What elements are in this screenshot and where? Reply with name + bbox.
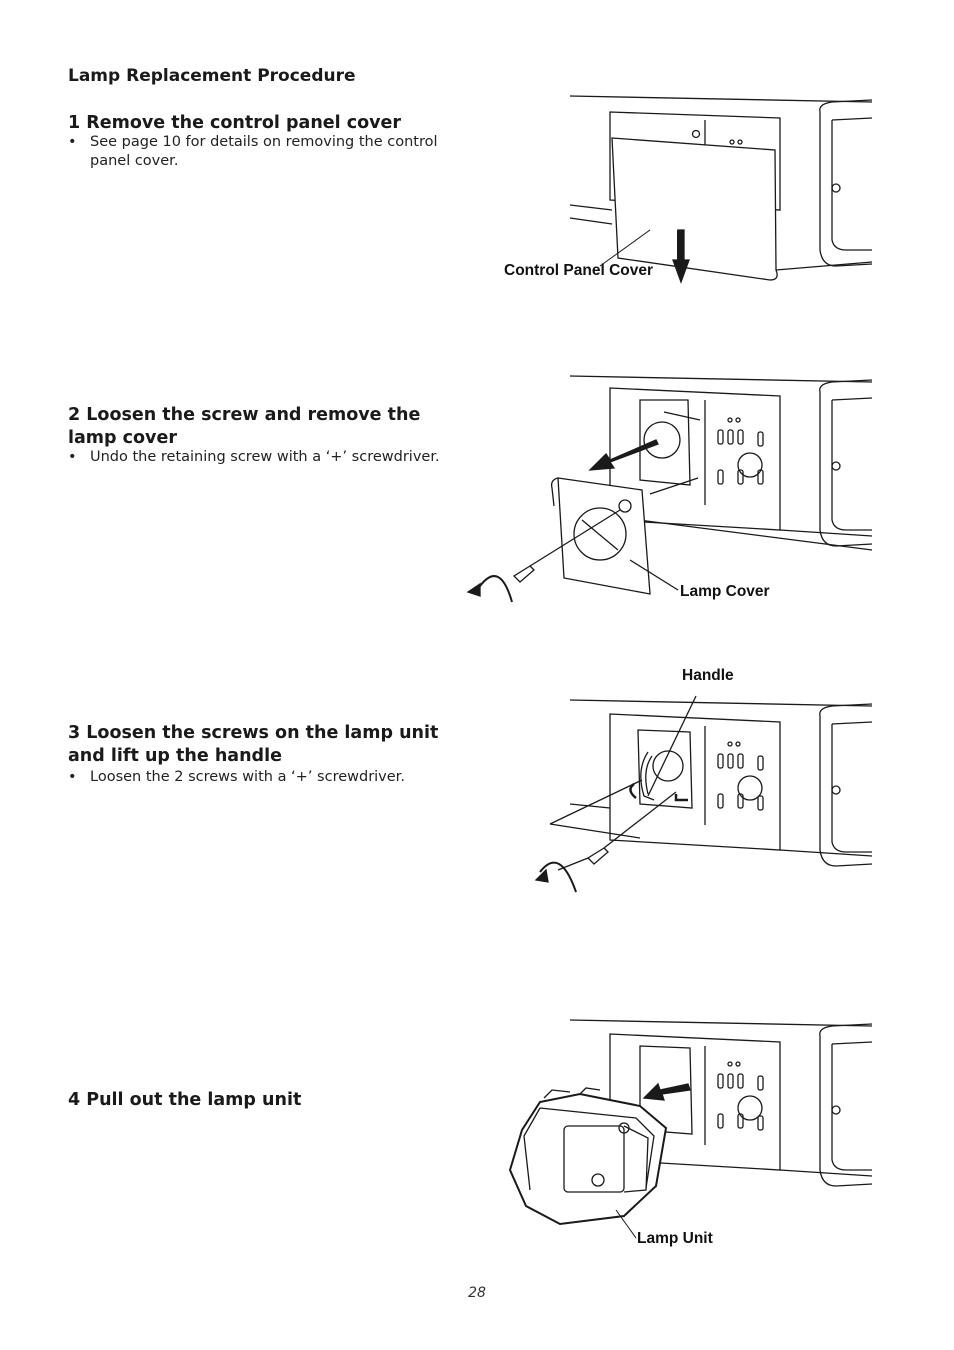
callout-lamp-unit: Lamp Unit bbox=[637, 1230, 713, 1247]
step-3-heading: 3 Loosen the screws on the lamp unit and… bbox=[68, 723, 439, 766]
callout-handle: Handle bbox=[682, 667, 734, 684]
projector-lamp-cover-illustration bbox=[466, 375, 873, 603]
projector-lamp-handle-illustration bbox=[534, 695, 873, 893]
step-2-heading: 2 Loosen the screw and remove the lamp c… bbox=[68, 405, 421, 448]
callout-lamp-cover: Lamp Cover bbox=[680, 583, 770, 600]
figure-lamp-unit: Lamp Unit bbox=[440, 1010, 880, 1260]
figure-lamp-handle: Handle bbox=[440, 660, 880, 910]
step-3-bullet: • Loosen the 2 screws with a ‘+’ screwdr… bbox=[68, 768, 458, 787]
bullet-icon: • bbox=[68, 449, 77, 465]
step-3-bullet-text: Loosen the 2 screws with a ‘+’ screwdriv… bbox=[90, 769, 405, 785]
step-1-heading: 1 Remove the control panel cover bbox=[68, 113, 402, 133]
figure-control-panel-cover: Control Panel Cover bbox=[440, 90, 880, 290]
step-2-bullet-text: Undo the retaining screw with a ‘+’ scre… bbox=[90, 449, 440, 465]
projector-control-panel-illustration bbox=[569, 95, 873, 284]
projector-lamp-unit-illustration bbox=[508, 1019, 873, 1239]
callout-control-panel-cover: Control Panel Cover bbox=[504, 262, 653, 279]
step-1-bullet: • See page 10 for details on removing th… bbox=[68, 133, 458, 171]
step-1-bullet-text: See page 10 for details on removing the … bbox=[90, 134, 438, 169]
step-4-heading: 4 Pull out the lamp unit bbox=[68, 1090, 302, 1110]
bullet-icon: • bbox=[68, 769, 77, 785]
page-number: 28 bbox=[468, 1285, 486, 1301]
page-title: Lamp Replacement Procedure bbox=[68, 66, 356, 86]
figure-lamp-cover: Lamp Cover bbox=[440, 370, 880, 620]
step-2-bullet: • Undo the retaining screw with a ‘+’ sc… bbox=[68, 448, 458, 467]
bullet-icon: • bbox=[68, 134, 77, 150]
